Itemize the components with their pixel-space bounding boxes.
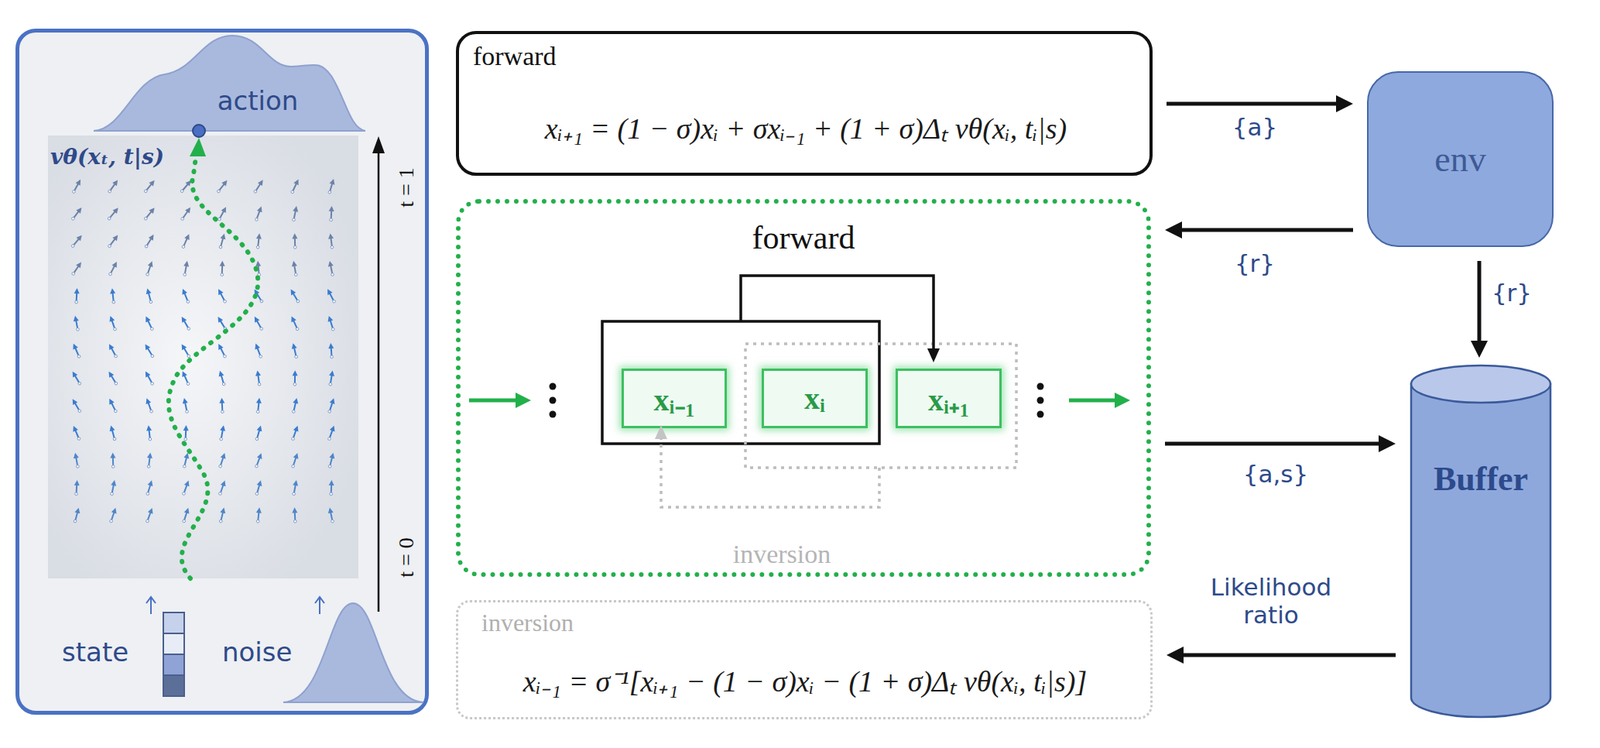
flow-connector [1166,646,1396,664]
flow-connector [1166,95,1354,113]
edge-label: {a,s} [1225,459,1326,494]
state-box: xᵢ [761,368,868,429]
arrow-head [1378,435,1396,453]
node-label: xᵢ₋₁ [623,370,725,426]
forward-equation-box: forward xᵢ₊₁ = (1 − σ)xᵢ + σxᵢ₋₁ + (1 + σ… [455,30,1153,176]
cylinder-outline [1409,363,1553,718]
node-label: forward [472,41,628,76]
environment-box: env [1367,71,1554,247]
edge-label: {r} [1212,249,1298,284]
connector-line [1477,260,1482,344]
arrow-head [1166,646,1184,664]
node-text: inversion [685,536,879,573]
edge-label: {r} [1484,278,1539,313]
node-label: xᵢ₊₁ [897,370,1000,426]
node-text: t = 1 [392,140,421,234]
node-text: vθ(xₜ, t|s) [50,143,206,175]
connector-line [1180,653,1396,658]
node-label: action [195,83,320,118]
connector-line [1178,228,1354,233]
connector-line [1164,441,1382,446]
edge-label: Likelihood ratio [1182,572,1361,641]
cylinder-body [1411,383,1551,717]
node-text: xᵢ₋₁ = σ⁻¹[xᵢ₊₁ − (1 − σ)xᵢ − (1 + σ)Δₜ … [469,657,1141,702]
edge-label: {a} [1212,113,1298,148]
flow-connector [1164,221,1354,239]
flow-connector [1470,260,1488,358]
node-label: forward [460,217,1147,258]
connector-line [1166,102,1340,107]
state-box: xᵢ₋₁ [621,368,727,429]
node-text: noise [222,636,316,671]
inversion-equation-box: inversion xᵢ₋₁ = σ⁻¹[xᵢ₊₁ − (1 − σ)xᵢ − (… [455,599,1153,720]
policy-panel: action vθ(xₜ, t|s) t = 1 t = 0 state noise [15,28,429,715]
node-text: state [61,636,155,671]
forward-process-box: forward inversion xᵢ₋₁ xᵢ xᵢ₊₁ [455,198,1152,577]
arrow-head [1164,221,1183,239]
node-text: t = 0 [392,510,421,604]
arrow-head [1470,340,1488,358]
buffer-cylinder: Buffer [1409,363,1553,718]
node-label: Buffer [1409,455,1553,502]
node-label: env [1368,72,1553,246]
flow-connector [1164,435,1396,453]
arrow-head [1336,95,1354,113]
node-text: xᵢ₊₁ = (1 − σ)xᵢ + σxᵢ₋₁ + (1 + σ)Δₜ vθ(… [469,105,1142,149]
node-label: xᵢ [764,370,866,426]
cylinder-top [1411,365,1551,403]
node-label: inversion [481,608,637,643]
state-box: xᵢ₊₁ [895,368,1002,429]
